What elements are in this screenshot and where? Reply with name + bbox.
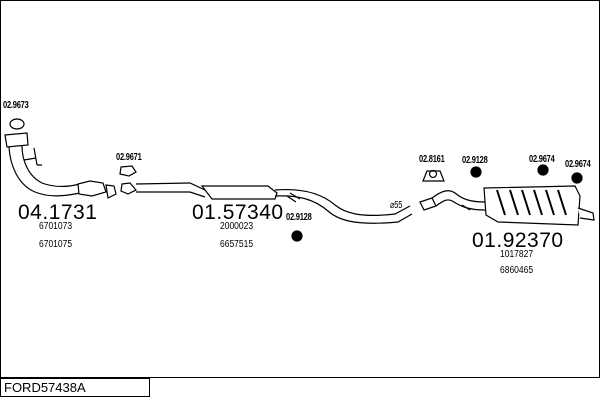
diameter-label: ⌀55: [390, 200, 403, 211]
part-number: 01.92370: [472, 229, 564, 252]
center-pipe-front: [135, 182, 206, 198]
exhaust-system-drawing: [4, 118, 595, 242]
oe-number: 6701073: [39, 221, 73, 232]
part-number: 01.57340: [192, 201, 284, 224]
tailpipe: [577, 207, 595, 221]
accessory-label: 02.9674: [529, 154, 555, 165]
rear-pipe: [431, 190, 486, 211]
diagram-title: FORD57438A: [0, 378, 150, 397]
gasket-ring-icon: [9, 118, 25, 130]
muffler-ribs: [496, 189, 567, 216]
center-pipe-drawing: [120, 182, 413, 224]
rubber-hanger-icon: [470, 166, 482, 178]
accessory-label: 02.8161: [419, 154, 445, 165]
hanger-rod: [286, 192, 301, 203]
oe-number: 2000023: [220, 221, 254, 232]
rear-muffler-drawing: [419, 185, 595, 226]
accessory-label: 02.9128: [462, 155, 488, 166]
accessory-label: 02.9673: [3, 100, 29, 111]
accessory-label: 02.9128: [286, 212, 312, 223]
rubber-hanger-icon: [291, 230, 303, 242]
oe-number: 1017827: [500, 249, 534, 260]
middle-muffler: [200, 185, 278, 200]
rubber-ring-icon: [537, 164, 549, 176]
center-flange: [120, 182, 137, 195]
catalyst: [77, 180, 107, 197]
oe-number: 6860465: [500, 265, 534, 276]
accessory-label: 02.9671: [116, 152, 142, 163]
catalyst-flange: [105, 184, 117, 199]
front-pipe-lower: [21, 145, 81, 188]
front-pipe-catalyst-drawing: [4, 118, 117, 199]
rubber-ring-icon: [571, 172, 583, 184]
front-pipe-upper: [8, 146, 81, 197]
rear-clamp: [419, 197, 437, 211]
flange-gasket-icon: [119, 165, 137, 177]
part-number: 04.1731: [18, 201, 98, 224]
oe-number: 6657515: [220, 239, 254, 250]
bracket: [23, 147, 42, 166]
bracket-hole: [428, 169, 438, 179]
oe-number: 6701075: [39, 239, 73, 250]
accessory-label: 02.9674: [565, 159, 591, 170]
manifold-flange: [4, 132, 29, 148]
rear-muffler: [483, 185, 581, 226]
mounting-bracket-icon: [422, 170, 445, 182]
rear-hanger-rod: [461, 204, 471, 211]
